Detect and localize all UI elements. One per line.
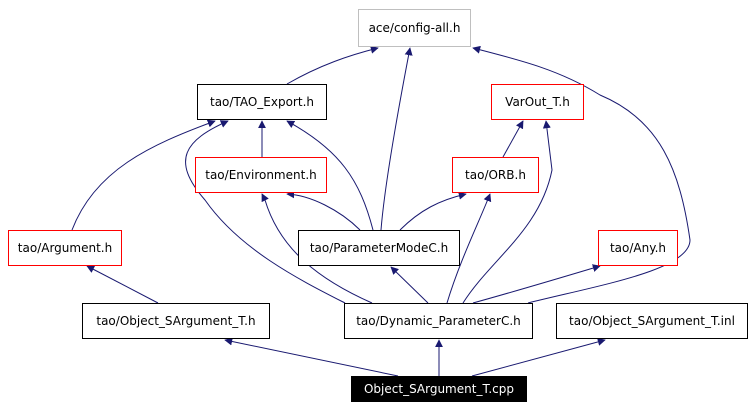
node-varout-t-h[interactable]: VarOut_T.h (491, 84, 584, 120)
node-object-sargument-t-inl[interactable]: tao/Object_SArgument_T.inl (556, 303, 748, 339)
node-dynamic-parameterc-h[interactable]: tao/Dynamic_ParameterC.h (344, 303, 533, 339)
node-tao-export-h[interactable]: tao/TAO_Export.h (197, 84, 327, 120)
node-any-h[interactable]: tao/Any.h (598, 230, 678, 266)
edge-dynamic_param-to-parametermode (390, 266, 429, 304)
edge-tao_export-to-config_all (286, 45, 379, 85)
edge-root-to-object_sarg_inl (471, 338, 606, 377)
edge-dynamic_param-to-any (472, 264, 601, 304)
edge-root-to-object_sarg_h (224, 337, 399, 377)
node-object-sargument-t-cpp: Object_SArgument_T.cpp (351, 376, 527, 402)
edge-parametermode-to-config_all (380, 47, 413, 231)
node-object-sargument-t-h[interactable]: tao/Object_SArgument_T.h (82, 303, 270, 339)
edge-parametermode-to-orb (399, 191, 467, 231)
node-orb-h[interactable]: tao/ORB.h (452, 157, 539, 193)
node-parametermodec-h[interactable]: tao/ParameterModeC.h (298, 230, 460, 266)
edge-dynamic_param-to-orb (446, 193, 492, 304)
node-argument-h[interactable]: tao/Argument.h (8, 230, 122, 266)
edge-parametermode-to-tao_export (286, 120, 374, 231)
edge-argument-to-tao_export (71, 119, 216, 231)
edge-orb-to-varout (502, 120, 524, 158)
edge-parametermode-to-environment (286, 190, 361, 231)
edge-dynamic_param-to-varout (462, 120, 553, 304)
node-environment-h[interactable]: tao/Environment.h (195, 157, 327, 193)
edge-dynamic_param-to-config_all (472, 45, 691, 304)
edge-object_sarg_h-to-argument (86, 265, 159, 304)
edge-dynamic_param-to-tao_export (185, 120, 346, 304)
node-ace-config-all-h[interactable]: ace/config-all.h (358, 9, 471, 47)
